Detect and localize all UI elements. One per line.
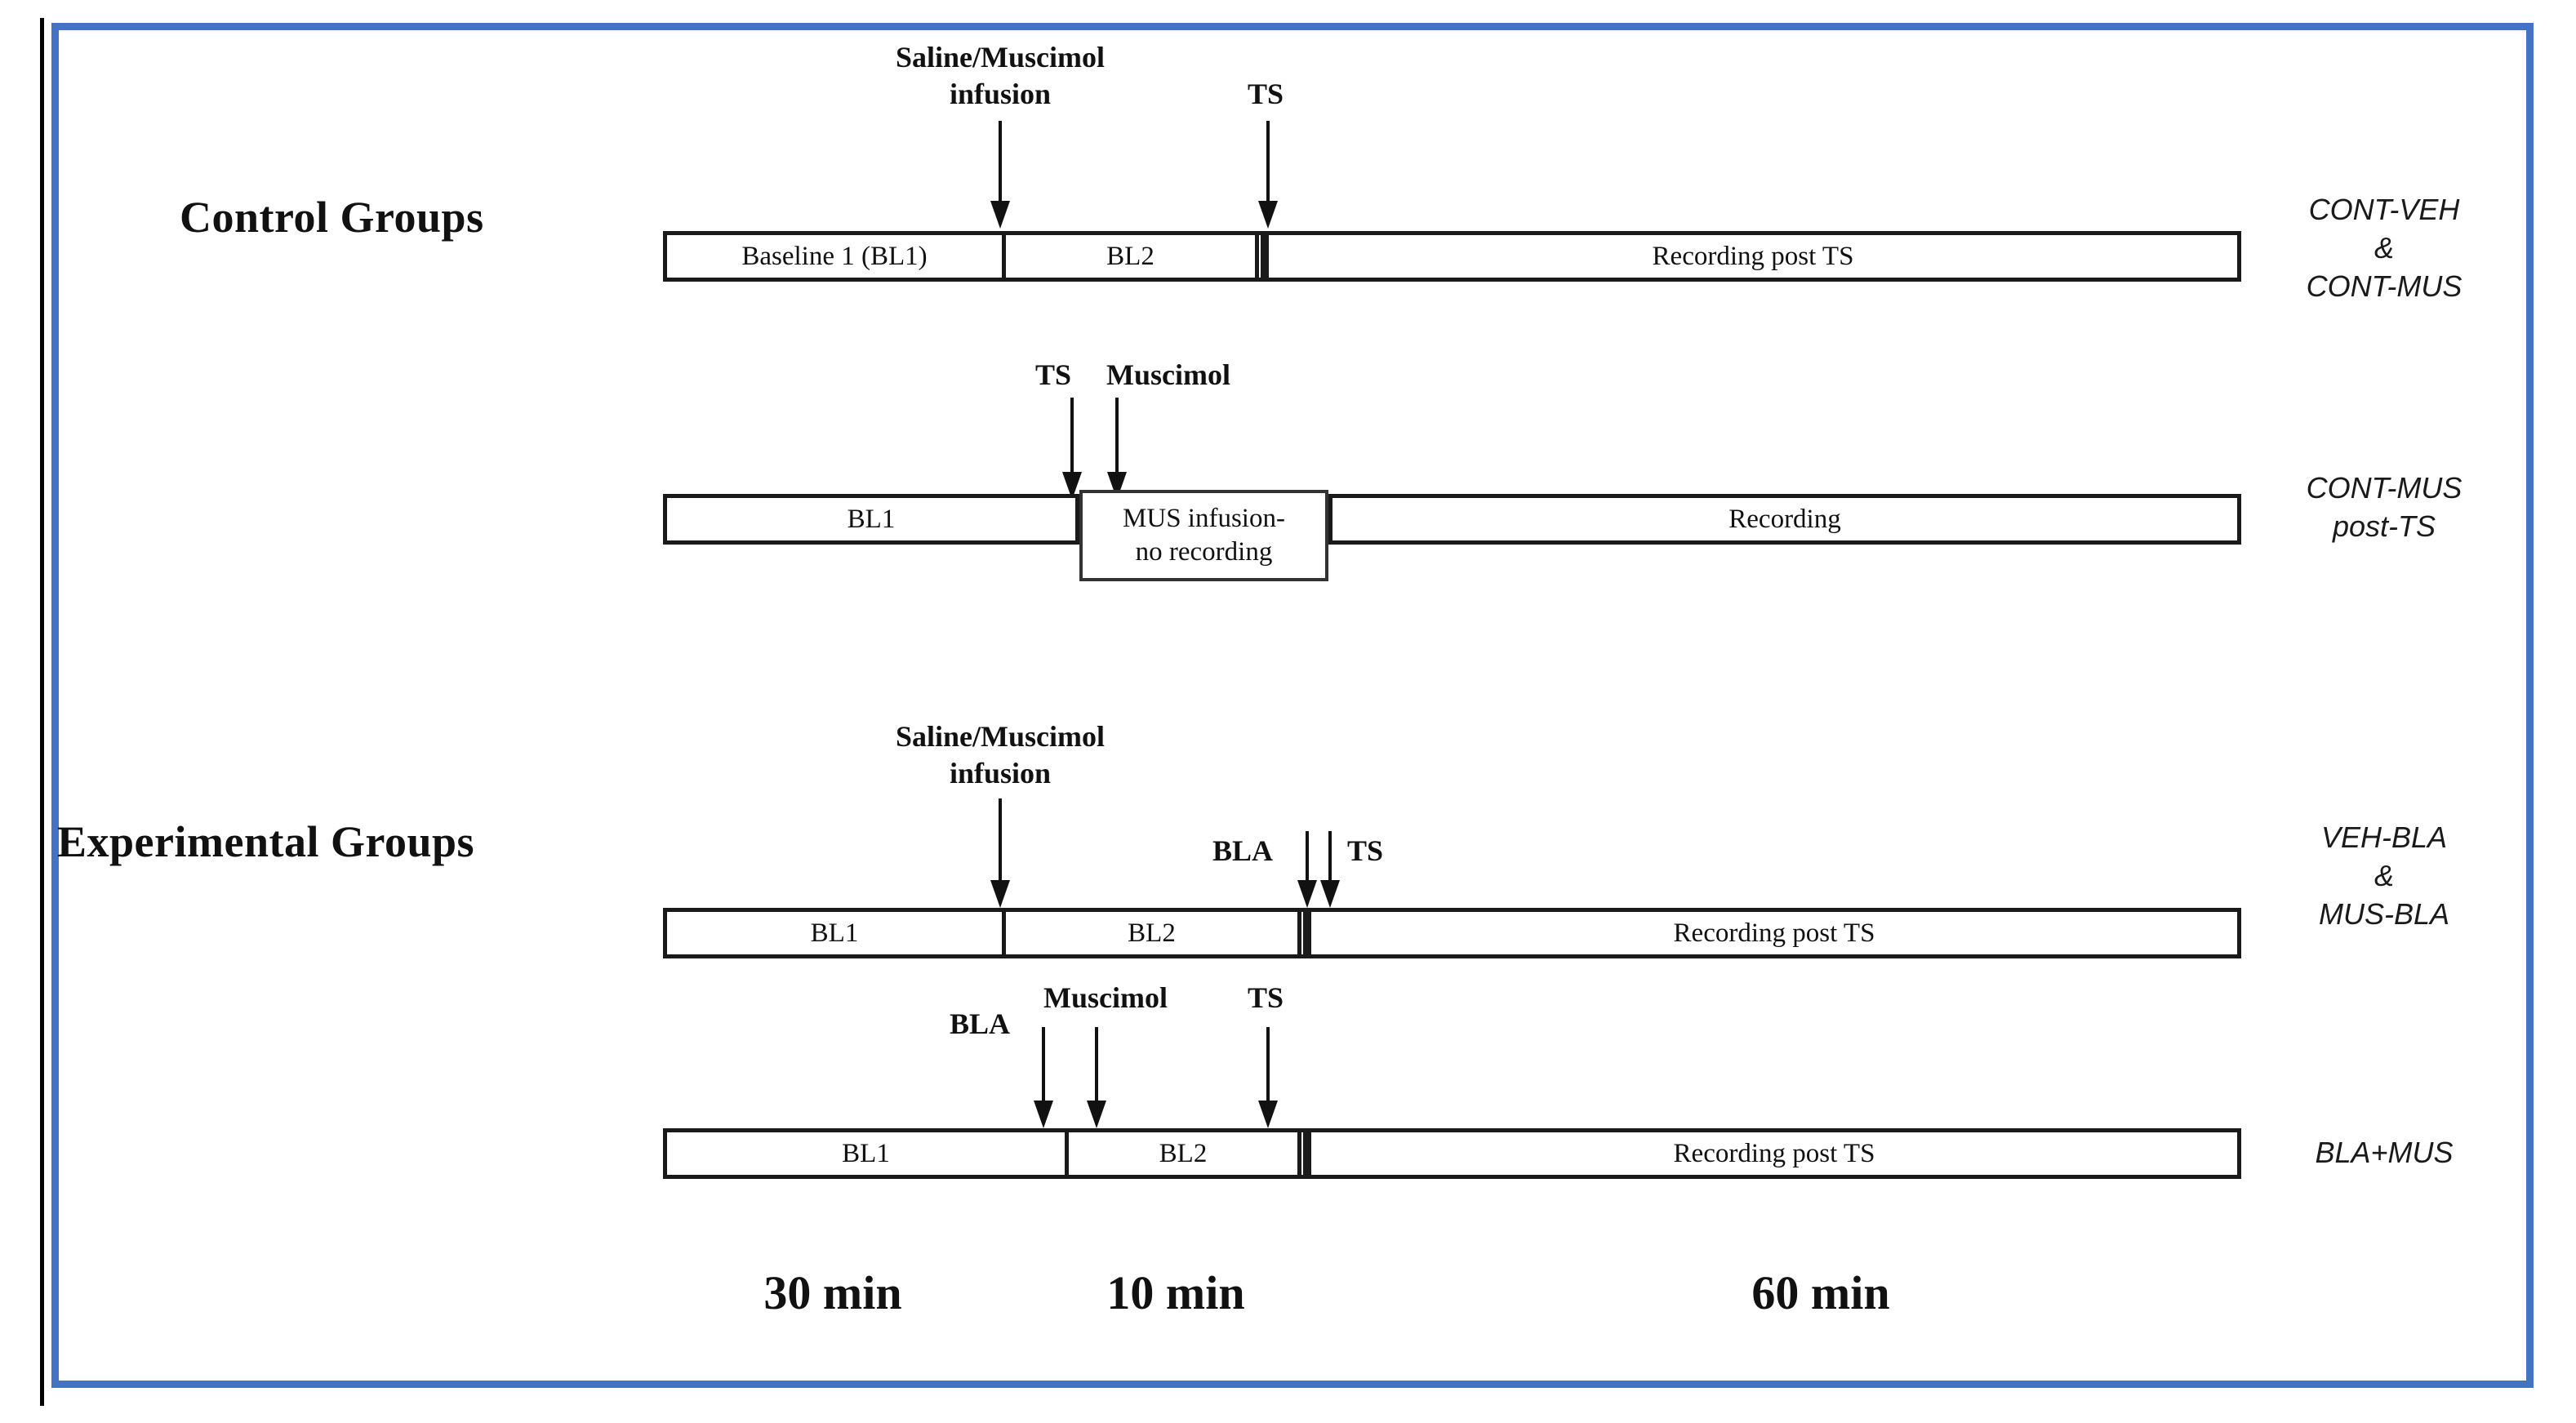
- caption-saline-muscimol-infusion-row3: Saline/Muscimol infusion: [865, 718, 1135, 792]
- segment-ts-marker-gap: [1297, 1132, 1307, 1175]
- caption-ts-row2: TS: [1034, 358, 1072, 391]
- timeline-bar-control-groups: Baseline 1 (BL1) BL2 Recording post TS: [663, 231, 2241, 282]
- timeline-bar-bla-plus-mus: BL1 BL2 Recording post TS: [663, 1128, 2241, 1179]
- segment-bl1: BL1: [810, 918, 859, 948]
- arrow-ts-row4: [1257, 1027, 1279, 1128]
- arrow-bla-row4: [1033, 1027, 1054, 1128]
- caption-line-1: Saline/Muscimol: [895, 41, 1105, 73]
- group-label-line-1: CONT-MUS: [2306, 471, 2463, 505]
- section-title-experimental-groups: Experimental Groups: [57, 817, 475, 866]
- segment-recording-post-ts: Recording post TS: [1265, 235, 2237, 278]
- arrow-muscimol-row4: [1086, 1027, 1107, 1128]
- segment-bl2: BL2: [1002, 235, 1255, 278]
- caption-line-1: Saline/Muscimol: [895, 720, 1105, 753]
- segment-bl2: BL2: [1002, 912, 1297, 954]
- caption-bla-row4: BLA: [949, 1007, 1011, 1040]
- segment-baseline-1: Baseline 1 (BL1): [741, 241, 928, 271]
- group-label-veh-bla-mus-bla: VEH-BLA & MUS-BLA: [2266, 818, 2503, 933]
- figure-border-frame: [51, 23, 2534, 1388]
- caption-saline-muscimol-infusion-row1: Saline/Muscimol infusion: [865, 39, 1135, 113]
- caption-muscimol-row2: Muscimol: [1106, 358, 1230, 391]
- caption-muscimol-row4: Muscimol: [1043, 981, 1168, 1014]
- arrow-ts-row3: [1319, 831, 1341, 908]
- group-label-line-2: post-TS: [2332, 509, 2436, 543]
- arrow-ts-row1: [1257, 121, 1279, 229]
- caption-line-2: infusion: [949, 757, 1052, 789]
- section-title-control-groups: Control Groups: [180, 193, 484, 242]
- left-margin-rule: [40, 18, 44, 1406]
- segment-recording-post-ts: Recording post TS: [1307, 1132, 2237, 1175]
- box-mus-infusion-no-recording: MUS infusion- no recording: [1079, 490, 1328, 581]
- group-label-line-2: &: [2374, 231, 2394, 265]
- group-label-bla-plus-mus: BLA+MUS: [2266, 1133, 2503, 1172]
- group-label-cont-veh-cont-mus: CONT-VEH & CONT-MUS: [2266, 190, 2503, 305]
- caption-line-2: infusion: [949, 78, 1052, 110]
- segment-ts-marker-gap: [1297, 912, 1307, 954]
- group-label-cont-mus-post-ts: CONT-MUS post-TS: [2266, 469, 2503, 545]
- arrow-muscimol-row2: [1106, 398, 1128, 500]
- timeline-bar-experimental-groups: BL1 BL2 Recording post TS: [663, 908, 2241, 958]
- arrow-saline-muscimol-infusion-row1: [990, 121, 1011, 229]
- timeline-bar-cont-mus-post-ts-bl1: BL1: [663, 494, 1079, 545]
- group-label-line-3: CONT-MUS: [2306, 269, 2463, 303]
- caption-ts-row4: TS: [1247, 981, 1284, 1014]
- arrow-saline-muscimol-infusion-row3: [990, 798, 1011, 908]
- arrow-bla-row3: [1297, 831, 1318, 908]
- segment-bl2: BL2: [1065, 1132, 1297, 1175]
- group-label-line-1: BLA+MUS: [2315, 1136, 2454, 1169]
- box-line-1: MUS infusion-: [1123, 504, 1285, 533]
- caption-bla-row3: BLA: [1212, 834, 1274, 867]
- segment-recording-post-ts: Recording post TS: [1307, 912, 2237, 954]
- segment-bl1: BL1: [842, 1138, 890, 1168]
- caption-ts-row1: TS: [1247, 78, 1284, 110]
- group-label-line-1: CONT-VEH: [2308, 193, 2460, 226]
- group-label-line-3: MUS-BLA: [2318, 897, 2450, 931]
- segment-bl1: BL1: [847, 504, 896, 534]
- box-line-2: no recording: [1135, 537, 1273, 567]
- arrow-ts-row2: [1061, 398, 1083, 500]
- timeline-bar-cont-mus-post-ts-recording: Recording: [1328, 494, 2241, 545]
- segment-recording: Recording: [1728, 504, 1841, 534]
- caption-ts-row3: TS: [1346, 834, 1384, 867]
- duration-label-10-min: 10 min: [1106, 1266, 1245, 1319]
- duration-label-30-min: 30 min: [763, 1266, 902, 1319]
- group-label-line-2: &: [2374, 859, 2394, 892]
- group-label-line-1: VEH-BLA: [2320, 820, 2448, 854]
- duration-label-60-min: 60 min: [1751, 1266, 1890, 1319]
- segment-ts-marker-gap: [1255, 235, 1265, 278]
